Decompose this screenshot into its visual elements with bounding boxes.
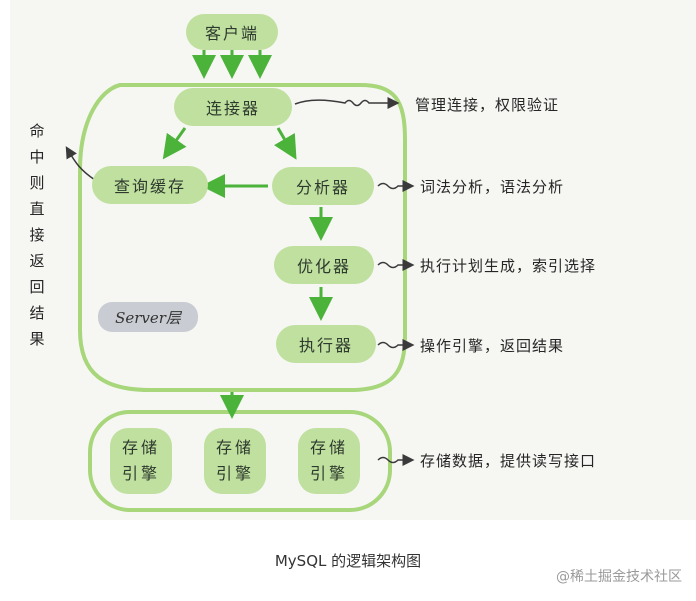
- storage-engine-3-line2: 引擎: [309, 464, 348, 483]
- architecture-diagram: 客户端 连接器 查询缓存 分析器 优化器 执行器 Server层 存储 引擎 存…: [10, 0, 696, 520]
- connector-box: 连接器: [174, 88, 292, 126]
- squiggle-executor: [377, 339, 415, 351]
- squiggle-analyzer: [377, 180, 415, 192]
- arrow-cache-hit: [65, 146, 96, 181]
- diagram-lines: [65, 50, 415, 512]
- storage-engine-1-line2: 引擎: [121, 464, 160, 483]
- figure-caption: MySQL 的逻辑架构图: [274, 552, 422, 570]
- storage-engine-2: 存储 引擎: [204, 428, 266, 494]
- storage-engine-1-line1: 存储: [121, 438, 160, 457]
- squiggle-optimizer: [377, 259, 415, 271]
- arrow-connector-cache: [162, 127, 187, 160]
- server-layer-label: Server层: [98, 302, 198, 332]
- storage-engine-1: 存储 引擎: [110, 428, 172, 494]
- storage-engine-3: 存储 引擎: [298, 428, 360, 494]
- squiggle-connector: [294, 97, 400, 109]
- note-storage: 存储数据，提供读写接口: [420, 452, 597, 470]
- note-optimizer: 执行计划生成，索引选择: [420, 257, 597, 275]
- optimizer-box: 优化器: [274, 246, 374, 284]
- analyzer-box: 分析器: [272, 167, 374, 205]
- query-cache-box: 查询缓存: [92, 166, 208, 204]
- executor-box: 执行器: [276, 325, 376, 363]
- note-executor: 操作引擎，返回结果: [420, 337, 565, 355]
- server-layer-outline: [78, 83, 407, 392]
- watermark: @稀土掘金技术社区: [556, 569, 682, 585]
- arrow-connector-analyzer: [274, 127, 297, 160]
- client-box: 客户端: [186, 14, 278, 50]
- note-connector: 管理连接，权限验证: [415, 96, 560, 114]
- note-cache-hit: 命中则直接返回结果: [29, 122, 45, 348]
- storage-engine-2-line1: 存储: [215, 438, 254, 457]
- squiggle-storage: [377, 454, 415, 466]
- note-analyzer: 词法分析，语法分析: [420, 178, 565, 196]
- storage-engine-2-line2: 引擎: [215, 464, 254, 483]
- storage-engine-3-line1: 存储: [309, 438, 348, 457]
